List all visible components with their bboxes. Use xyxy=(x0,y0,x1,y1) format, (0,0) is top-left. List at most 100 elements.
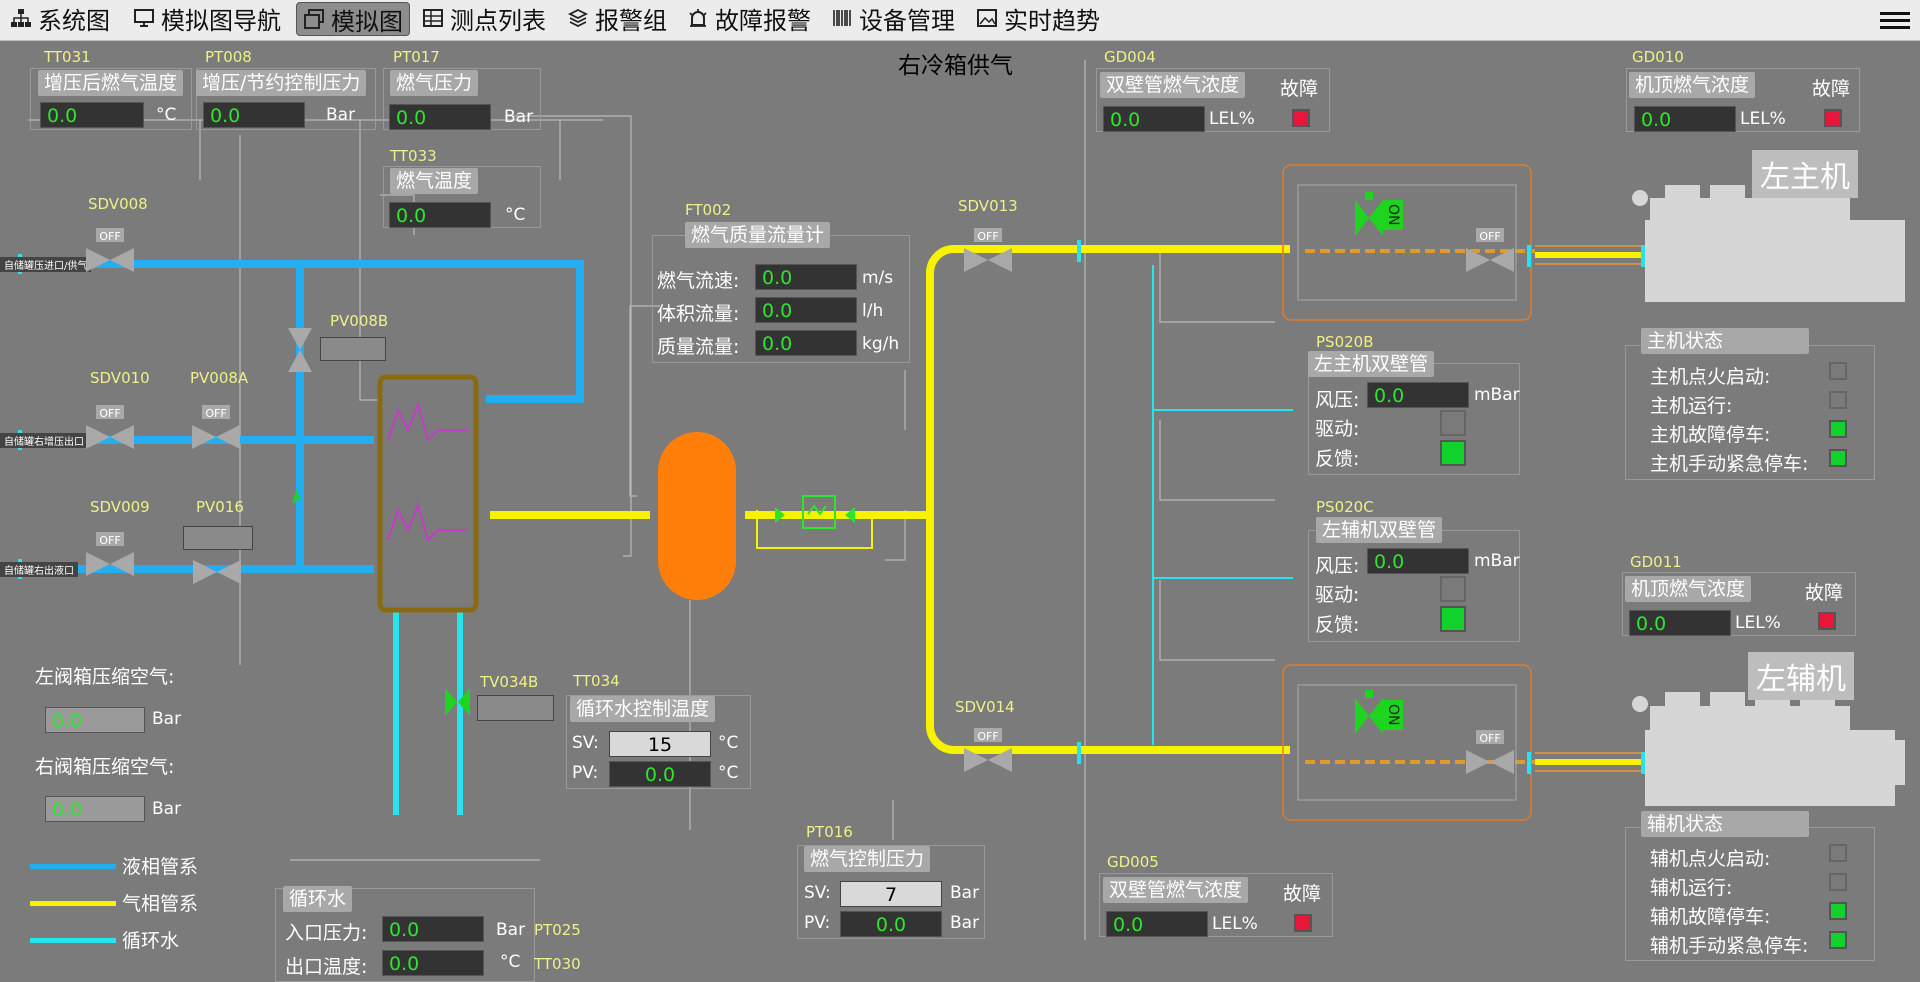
pv016-display xyxy=(183,526,253,550)
pv008b-tag: PV008B xyxy=(330,312,389,330)
sdv010-valve-icon[interactable]: OFF xyxy=(86,405,134,449)
ps020b-drive-label: 驱动: xyxy=(1315,418,1360,440)
tt034-panel xyxy=(566,695,751,789)
nav-label: 故障报警 xyxy=(715,6,811,35)
tt031-label: 增压后燃气温度 xyxy=(38,70,184,96)
gd004-unit: LEL% xyxy=(1209,109,1255,129)
pv008b-display xyxy=(320,337,386,361)
pt008-panel xyxy=(196,68,376,130)
ft002-speed-value: 0.0 xyxy=(755,264,857,290)
tt033-value: 0.0 xyxy=(389,202,491,228)
gd011-panel xyxy=(1622,572,1856,636)
aux-engine-name: 左辅机 xyxy=(1748,652,1854,700)
main-running-label: 主机运行: xyxy=(1650,395,1733,417)
ps020b-feedback-label: 反馈: xyxy=(1315,448,1360,470)
nav-equipment[interactable]: 设备管理 xyxy=(831,2,955,35)
pt017-unit: Bar xyxy=(504,107,534,127)
gd010-unit: LEL% xyxy=(1740,109,1786,129)
svg-text:OFF: OFF xyxy=(977,230,998,243)
aux-fault-stop-led xyxy=(1829,902,1847,920)
nav-realtime-trend[interactable]: 实时趋势 xyxy=(976,2,1100,35)
sdv008-state: OFF xyxy=(99,230,120,243)
left-air-unit: Bar xyxy=(152,709,182,729)
simulation-canvas: 右冷箱供气 TT031 增压后燃气温度 0.0 °C PT008 增压/节约控制… xyxy=(0,40,1920,982)
tt034-pv-value: 0.0 xyxy=(609,761,711,787)
gd011-label: 机顶燃气浓度 xyxy=(1625,576,1752,602)
pv008a-valve-icon[interactable]: OFF xyxy=(192,405,240,449)
gd005-tag: GD005 xyxy=(1107,853,1159,871)
nav-label: 系统图 xyxy=(38,6,110,35)
ps020c-press-label: 风压: xyxy=(1315,555,1360,577)
tt030-tag: TT030 xyxy=(534,955,581,973)
nav-point-list[interactable]: 测点列表 xyxy=(422,2,546,35)
aux-running-led xyxy=(1829,873,1847,891)
pt016-sv-input[interactable]: 7 xyxy=(840,881,942,907)
circ-outlet-value: 0.0 xyxy=(382,950,484,976)
barcode-icon xyxy=(833,10,851,26)
nav-sim-navigation[interactable]: 模拟图导航 xyxy=(133,2,281,35)
gd005-value: 0.0 xyxy=(1106,911,1208,937)
main-emergency-stop-label: 主机手动紧急停车: xyxy=(1650,453,1809,475)
left-air-value: 0.0 xyxy=(45,707,145,733)
svg-text:OFF: OFF xyxy=(99,407,120,420)
main-gvu-off-valve-icon[interactable]: OFF xyxy=(1466,228,1514,272)
gd010-label: 机顶燃气浓度 xyxy=(1629,72,1756,98)
pv016-valve-icon[interactable] xyxy=(193,550,241,594)
nav-sim-diagram[interactable]: 模拟图 xyxy=(296,2,410,36)
pt016-panel xyxy=(797,845,985,939)
ps020c-unit: mBar xyxy=(1474,551,1520,571)
svg-text:OFF: OFF xyxy=(1479,732,1500,745)
pt016-sv-unit: Bar xyxy=(950,883,980,903)
aux-gvu-off-valve-icon[interactable]: OFF xyxy=(1466,730,1514,774)
hierarchy-icon xyxy=(11,9,31,27)
gd004-fault-label: 故障 xyxy=(1280,78,1319,100)
pt008-value: 0.0 xyxy=(203,102,305,128)
ps020b-tag: PS020B xyxy=(1316,333,1374,351)
main-gvu-box xyxy=(1282,164,1532,321)
windows-icon xyxy=(304,9,324,29)
ps020c-feedback-label: 反馈: xyxy=(1315,614,1360,636)
pv008b-valve-icon[interactable] xyxy=(282,328,318,372)
ps020c-label: 左辅机双壁管 xyxy=(1316,517,1443,543)
aux-ignition-label: 辅机点火启动: xyxy=(1650,848,1771,870)
pt017-tag: PT017 xyxy=(393,48,440,66)
hamburger-menu-icon[interactable] xyxy=(1880,8,1910,32)
inlet-a-label: 自储罐压进口/供气 xyxy=(0,257,92,272)
circ-inlet-unit: Bar xyxy=(496,920,526,940)
tt034-tag: TT034 xyxy=(573,672,620,690)
aux-emergency-stop-led xyxy=(1829,931,1847,949)
nav-fault-alarm[interactable]: 故障报警 xyxy=(687,2,811,35)
gd005-unit: LEL% xyxy=(1212,914,1258,934)
pt016-pv-unit: Bar xyxy=(950,913,980,933)
sdv013-valve-icon[interactable]: OFF xyxy=(964,228,1012,272)
gd011-fault-led xyxy=(1818,612,1836,630)
main-ignition-label: 主机点火启动: xyxy=(1650,366,1771,388)
gas-pipes xyxy=(490,245,1645,765)
ps020b-press-label: 风压: xyxy=(1315,389,1360,411)
sdv009-valve-icon[interactable]: OFF xyxy=(86,532,134,576)
piping-diagram xyxy=(16,60,1905,940)
legend-water-swatch xyxy=(30,938,116,943)
gd004-label: 双壁管燃气浓度 xyxy=(1100,72,1246,98)
legend-water-label: 循环水 xyxy=(122,930,180,952)
ps020c-value: 0.0 xyxy=(1367,548,1469,574)
sdv014-valve-icon[interactable]: OFF xyxy=(964,728,1012,772)
nav-system-diagram[interactable]: 系统图 xyxy=(10,2,110,35)
legend-liquid-label: 液相管系 xyxy=(122,856,199,878)
ft002-volume-unit: l/h xyxy=(862,301,884,321)
sdv008-valve-icon[interactable]: OFF xyxy=(86,228,134,272)
circ-inlet-label: 入口压力: xyxy=(285,922,368,944)
ft002-volume-value: 0.0 xyxy=(755,297,857,323)
ps020c-drive-led xyxy=(1440,576,1466,602)
ft002-mass-unit: kg/h xyxy=(862,334,900,354)
nav-alarm-group[interactable]: 报警组 xyxy=(567,2,667,35)
tt034-sv-unit: °C xyxy=(718,733,739,753)
sdv014-tag: SDV014 xyxy=(955,698,1015,716)
gd011-value: 0.0 xyxy=(1629,610,1731,636)
tt034-sv-input[interactable]: 15 xyxy=(609,731,711,757)
gd005-label: 双壁管燃气浓度 xyxy=(1103,877,1249,903)
ps020c-feedback-led xyxy=(1440,606,1466,632)
tv034b-display xyxy=(477,695,554,721)
pt016-pv-value: 0.0 xyxy=(840,911,942,937)
ps020b-drive-led xyxy=(1440,410,1466,436)
